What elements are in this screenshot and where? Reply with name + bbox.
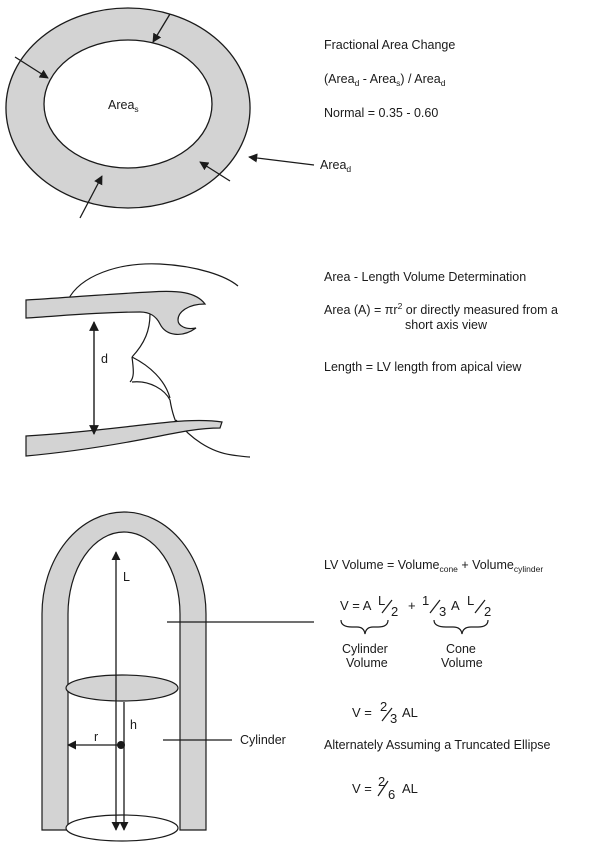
- normal-range: Normal = 0.35 - 0.60: [324, 106, 439, 120]
- formula1-numerator-L2: L: [467, 593, 475, 608]
- formula1-numerator-1: 1: [422, 593, 430, 608]
- formula1-numerator-L: L: [378, 593, 386, 608]
- fractional-area-change-title: Fractional Area Change: [324, 38, 456, 52]
- lv-wall: [41, 511, 207, 831]
- cylinder-volume-label-2: Volume: [346, 656, 388, 670]
- formula2-denominator: 3: [390, 711, 398, 726]
- d-label: d: [101, 352, 108, 366]
- arrow-right: [199, 161, 231, 182]
- cylinder-bottom-ellipse: [65, 814, 179, 842]
- short-axis-sketch: [67, 263, 251, 458]
- formula1-denominator-3: 3: [439, 604, 447, 619]
- fac-formula: (Aread - Areas) / Aread: [324, 72, 446, 88]
- formula3-denominator: 6: [388, 787, 396, 802]
- center-dot: [117, 741, 125, 749]
- cylinder-brace: [340, 619, 389, 635]
- area-definition-line2: short axis view: [405, 318, 487, 332]
- upper-wall: [25, 290, 207, 335]
- h-label: h: [130, 718, 137, 732]
- cylinder-label: Cylinder: [240, 733, 286, 747]
- formula1-a: A: [451, 598, 460, 613]
- formula2-v: V =: [352, 705, 372, 720]
- truncated-ellipse-note: Alternately Assuming a Truncated Ellipse: [324, 738, 551, 752]
- formula1-denominator-2b: 2: [484, 604, 492, 619]
- ventricle-annulus: [5, 7, 251, 209]
- area-s-label: Areas: [108, 98, 139, 114]
- cone-brace: [433, 619, 489, 635]
- arrow-top-right: [152, 13, 171, 43]
- length-definition: Length = LV length from apical view: [324, 360, 522, 374]
- formula3-al: AL: [402, 781, 418, 796]
- formula2-numerator: 2: [380, 699, 388, 714]
- formula3-v: V =: [352, 781, 372, 796]
- lower-wall: [25, 419, 223, 457]
- formula2-al: AL: [402, 705, 418, 720]
- cylinder-volume-label-1: Cylinder: [342, 642, 388, 656]
- formula1-denominator-2: 2: [391, 604, 399, 619]
- cone-volume-label-2: Volume: [441, 656, 483, 670]
- cylinder-top-ellipse: [65, 674, 179, 702]
- lv-volume-equation: LV Volume = Volumecone + Volumecylinder: [324, 558, 544, 574]
- arrow-left: [14, 56, 49, 79]
- fraction-slashes: [377, 599, 486, 797]
- braces: [340, 619, 489, 635]
- area-d-pointer: [248, 153, 315, 166]
- area-d-label: Aread: [320, 158, 352, 174]
- area-length-title: Area - Length Volume Determination: [324, 270, 527, 284]
- formula3-numerator: 2: [378, 774, 386, 789]
- area-definition: Area (A) = πr2 or directly measured from…: [324, 301, 558, 317]
- L-label: L: [123, 570, 130, 584]
- cone-volume-label-1: Cone: [446, 642, 476, 656]
- formula1-plus: +: [408, 598, 416, 613]
- formula1-v: V = A: [340, 598, 372, 613]
- r-label: r: [94, 730, 99, 744]
- arrow-bottom: [79, 175, 103, 219]
